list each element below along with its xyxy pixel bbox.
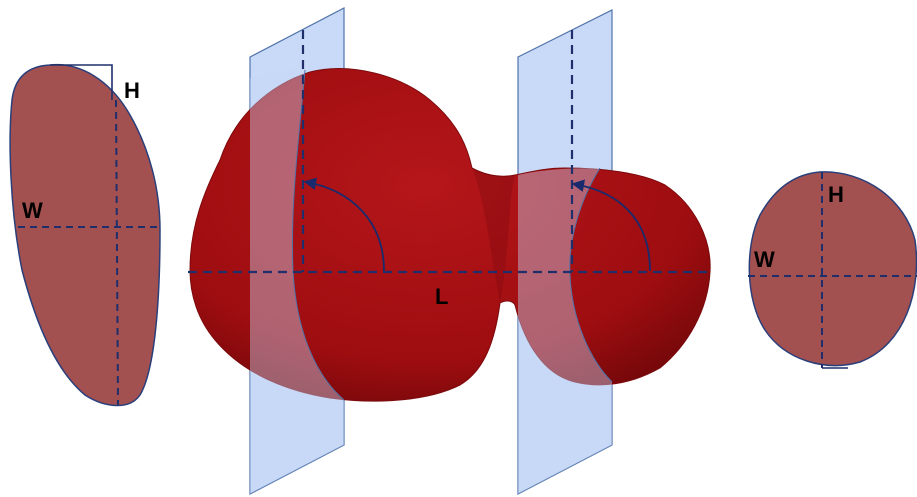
right-section-w-label: W (754, 247, 775, 272)
left-cross-section: W H (9, 63, 161, 407)
right-cross-section: W H (748, 171, 917, 369)
left-rotation-arrow (303, 177, 385, 272)
body-waist-shade (472, 168, 515, 303)
right-rotation-arrow (571, 179, 651, 272)
left-section-w-label: W (22, 198, 43, 223)
left-height-bracket (50, 64, 113, 100)
right-cut-curve (569, 167, 613, 383)
left-vertical-axis (115, 99, 119, 406)
plane-left-front-overlay (250, 69, 344, 495)
left-section-shape (9, 63, 161, 407)
length-label: L (435, 284, 448, 309)
left-cut-curve (291, 69, 345, 401)
left-section-h-label: H (124, 78, 140, 103)
main-body-shape (189, 68, 711, 402)
right-section-h-label: H (828, 182, 844, 207)
main-body (189, 68, 711, 402)
plane-right-front-overlay (518, 168, 612, 494)
right-section-shape (748, 171, 917, 367)
